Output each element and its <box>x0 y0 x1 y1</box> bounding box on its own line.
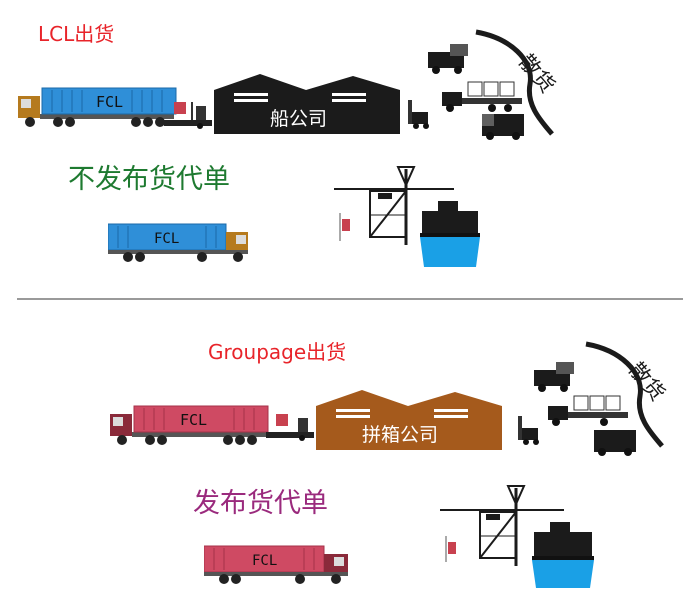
forklift-icon <box>518 416 539 445</box>
container-label: FCL <box>154 231 179 247</box>
loose-cargo-bracket: 散货 <box>475 29 560 136</box>
box-truck-icon <box>594 430 636 456</box>
flatbed-truck-icon <box>442 81 522 112</box>
van-icon <box>534 362 574 392</box>
truck-icon: FCL <box>18 87 177 127</box>
fcl-container <box>41 87 177 115</box>
flatbed-truck-icon <box>548 395 628 426</box>
forklift-icon <box>266 414 314 441</box>
crane-icon <box>334 166 480 267</box>
loose-cargo-vehicles <box>518 362 636 456</box>
no-hbl-note: 不发布货代单 <box>68 164 230 195</box>
container-label: FCL <box>252 553 277 569</box>
warehouse-icon: 拼箱公司 <box>316 390 502 450</box>
forklift-icon <box>164 102 212 129</box>
van-icon <box>428 44 468 74</box>
groupage-section-title: Groupage出货 <box>208 340 347 364</box>
carrier-label: 拼箱公司 <box>362 424 438 446</box>
truck-icon: FCL <box>110 405 269 445</box>
loose-cargo-vehicles <box>408 44 524 140</box>
container-label: FCL <box>180 411 207 429</box>
fcl-container <box>133 405 269 433</box>
container-ship-icon <box>420 201 480 267</box>
hbl-note: 发布货代单 <box>193 488 328 519</box>
loose-cargo-bracket: 散货 <box>585 341 670 448</box>
section-divider <box>17 298 683 300</box>
carrier-label: 船公司 <box>270 108 327 130</box>
container-label: FCL <box>96 93 123 111</box>
forklift-icon <box>408 100 429 129</box>
container-ship-icon <box>532 522 594 588</box>
truck-icon: FCL <box>204 545 348 584</box>
box-truck-icon <box>482 114 524 140</box>
warehouse-icon: 船公司 <box>214 74 400 134</box>
crane-icon <box>440 485 594 588</box>
lcl-section-title: LCL出货 <box>38 22 115 46</box>
truck-icon: FCL <box>108 223 248 262</box>
